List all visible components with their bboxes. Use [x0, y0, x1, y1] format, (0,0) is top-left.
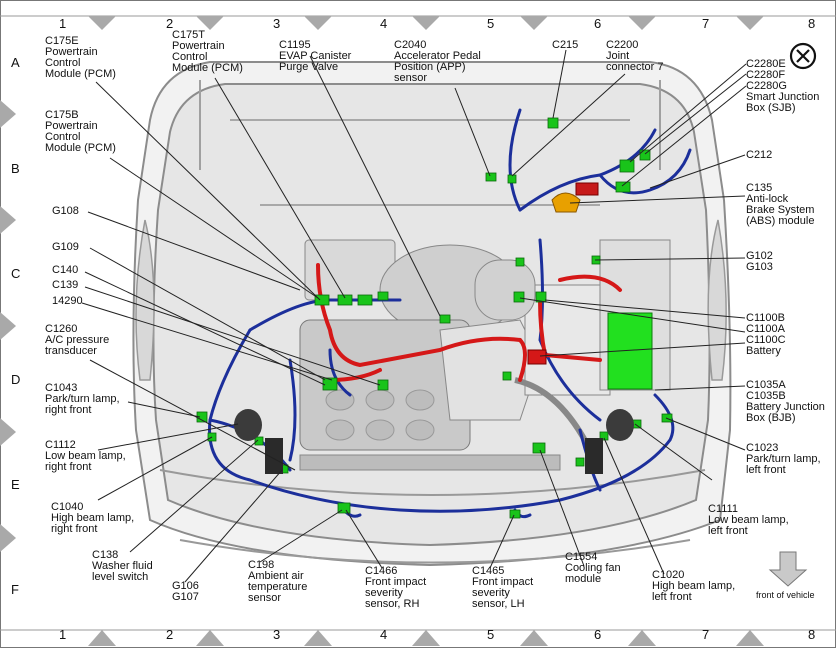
grid-col-4-top: 4 [380, 16, 388, 31]
battery-terminal [527, 349, 547, 365]
label-front-of-vehicle: front of vehicle [756, 590, 815, 600]
label-c1040: C1040 High beam lamp, right front [51, 501, 135, 535]
label-c1035: C1035A C1035B Battery Junction Box (BJB) [746, 379, 825, 424]
abs-module [551, 182, 599, 213]
label-g106: G106 G107 [172, 580, 199, 603]
label-c1043: C1043 Park/turn lamp, right front [45, 382, 120, 416]
grid-col-8-bottom: 8 [808, 627, 816, 642]
label-c2200: C2200 Joint connector 7 [606, 39, 664, 73]
label-c215: C215 [552, 39, 579, 51]
label-c138: C138 Washer fluid level switch [92, 549, 153, 583]
grid-col-6-bottom: 6 [594, 627, 602, 642]
close-circle-icon[interactable] [789, 42, 817, 70]
label-c175e: C175E Powertrain Control Module (PCM) [45, 35, 116, 80]
label-c1111: C1111 Low beam lamp, left front [708, 503, 789, 537]
top-ruler-markers [88, 16, 764, 30]
grid-row-e: E [11, 477, 20, 492]
grid-col-5-bottom: 5 [487, 627, 495, 642]
label-g108: G108 [52, 205, 79, 217]
label-c1112: C1112 Low beam lamp, right front [45, 439, 126, 473]
label-c140: C140 [52, 264, 79, 276]
grid-row-a: A [11, 55, 20, 70]
grid-col-3-top: 3 [273, 16, 281, 31]
grid-col-3-bottom: 3 [273, 627, 281, 642]
label-c135: C135 Anti-lock Brake System (ABS) module [746, 182, 815, 227]
label-c1260: C1260 A/C pressure transducer [45, 323, 110, 357]
label-c2040: C2040 Accelerator Pedal Position (APP) s… [394, 39, 481, 84]
callout-lines [81, 49, 747, 583]
grid-col-4-bottom: 4 [380, 627, 388, 642]
left-ruler-markers [0, 100, 16, 552]
label-g102: G102 G103 [746, 250, 773, 273]
grid-col-5-top: 5 [487, 16, 495, 31]
grid-col-8-top: 8 [808, 16, 816, 31]
label-c1466: C1466 Front impact severity sensor, RH [365, 565, 427, 610]
label-c2280: C2280E C2280F C2280G Smart Junction Box … [746, 58, 820, 114]
grid-row-f: F [11, 582, 19, 597]
label-c1020: C1020 High beam lamp, left front [652, 569, 736, 603]
label-c1195: C1195 EVAP Canister Purge Valve [279, 39, 352, 73]
grid-col-1-bottom: 1 [59, 627, 67, 642]
label-c175t: C175T Powertrain Control Module (PCM) [172, 29, 243, 74]
label-g109: G109 [52, 241, 79, 253]
label-c212: C212 [746, 149, 773, 161]
label-c1554: C1554 Cooling fan module [565, 551, 621, 585]
grid-row-c: C [11, 266, 21, 281]
grid-col-2-bottom: 2 [166, 627, 174, 642]
grid-row-d: D [11, 372, 21, 387]
label-c139: C139 [52, 279, 79, 291]
lamp-housings [234, 409, 634, 474]
grid-col-7-top: 7 [702, 16, 710, 31]
label-c198: C198 Ambient air temperature sensor [248, 559, 308, 604]
label-c175b: C175B Powertrain Control Module (PCM) [45, 109, 116, 154]
bottom-ruler-markers [88, 630, 764, 646]
arrow-down-icon [768, 551, 808, 587]
grid-row-b: B [11, 161, 20, 176]
grid-col-2-top: 2 [166, 16, 174, 31]
wire-harness-blue [208, 108, 692, 519]
label-14290: 14290 [52, 295, 83, 307]
label-c1023: C1023 Park/turn lamp, left front [746, 442, 821, 476]
grid-col-1-top: 1 [59, 16, 67, 31]
label-c1465: C1465 Front impact severity sensor, LH [472, 565, 534, 610]
grid-col-7-bottom: 7 [702, 627, 710, 642]
grid-col-6-top: 6 [594, 16, 602, 31]
label-c1100: C1100B C1100A C1100C Battery [746, 312, 786, 357]
